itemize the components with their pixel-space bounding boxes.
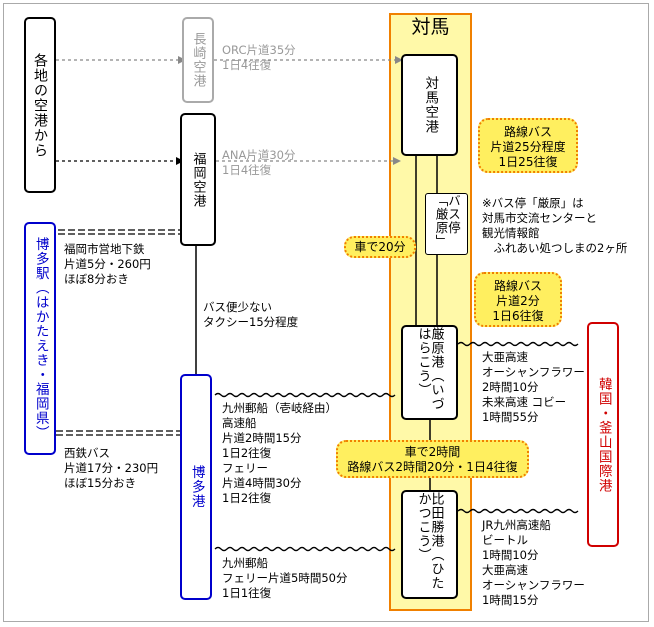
hakata-port: 博多港 — [180, 374, 212, 600]
airport-to-port-note: バス便少ない タクシー15分程度 — [203, 300, 299, 329]
nishitetsu-note: 西鉄バス 片道17分・230円 ほぼ15分おき — [64, 446, 159, 490]
bus-stop-izuhara: バス停「厳原」 — [425, 193, 468, 255]
tsushima-airport: 対馬空港 — [401, 54, 458, 156]
bus-stop-note: ※バス停「厳原」は 対馬市交流センターと 観光情報館 ふれあい処つしまの2ヶ所 — [482, 196, 628, 255]
busan-port: 韓国・釜山国際港 — [587, 322, 619, 547]
nagasaki-airport: 長崎空港 — [182, 17, 214, 103]
fukuoka-airport: 福岡空港 — [180, 113, 216, 246]
diagram-frame — [3, 3, 649, 622]
callout-bus-2min: 路線バス 片道2分 1日6往復 — [474, 272, 562, 327]
subway-note: 福岡市営地下鉄 片道5分・260円 ほぼ8分おき — [64, 242, 151, 286]
korea-izuhara-routes: 大亜高速 オーシャンフラワー 2時間10分 未来高速 コビー 1時間55分 — [482, 350, 585, 424]
callout-car-20: 車で20分 — [344, 236, 416, 258]
orc-flight-note: ORC片道35分 1日4往復 — [222, 43, 296, 72]
origin-various-airports: 各地の空港から — [24, 17, 56, 193]
korea-hitakatsu-routes: JR九州高速船 ビートル 1時間10分 大亜高速 オーシャンフラワー 1時間15… — [482, 518, 585, 607]
callout-bus-airport: 路線バス 片道25分程度 1日25往復 — [478, 118, 578, 173]
tsushima-title: 対馬 — [411, 16, 450, 38]
ferry-izuhara-note: 九州郵船（壱岐経由） 高速船 片道2時間15分 1日2往復 フェリー 片道4時間… — [222, 401, 337, 505]
callout-between-ports: 車で2時間 路線バス2時間20分・1日4往復 — [336, 440, 529, 478]
hitakatsu-port: 比田勝港（ひたかつこう） — [401, 490, 458, 599]
izuhara-port: 厳原港（いづはらこう） — [401, 325, 458, 420]
ana-flight-note: ANA片道30分 1日4往復 — [222, 148, 296, 177]
origin-hakata-station: 博多駅（はかたえき・福岡県） — [24, 222, 56, 455]
ferry-hitakatsu-note: 九州郵船 フェリー片道5時間50分 1日1往復 — [222, 556, 348, 600]
